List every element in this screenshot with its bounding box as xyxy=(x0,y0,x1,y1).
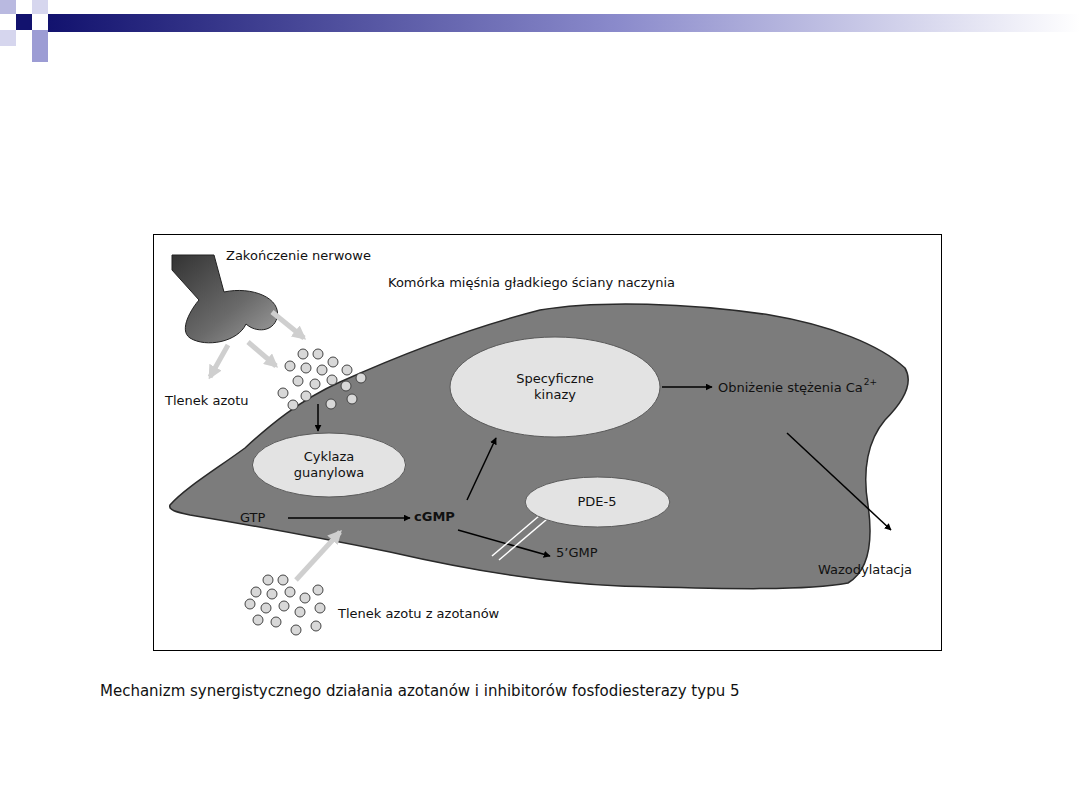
deco-square xyxy=(16,14,32,30)
product-label: 5’GMP xyxy=(556,545,598,561)
node-text: Specyficzne kinazy xyxy=(505,371,605,404)
node-label: PDE-5 xyxy=(552,494,642,510)
deco-square xyxy=(0,0,16,14)
node-label: Specyficzne kinazy xyxy=(505,371,605,404)
superscript: 2+ xyxy=(864,377,877,388)
deco-square xyxy=(32,46,48,62)
effect-label: Wazodylatacja xyxy=(818,562,912,578)
release-arrow xyxy=(272,312,304,338)
effect-label: Obniżenie stężenia Ca xyxy=(718,380,863,396)
release-arrow xyxy=(210,345,228,377)
release-arrow xyxy=(248,342,276,366)
ellipse-node: PDE-5 xyxy=(524,476,671,528)
product-label: cGMP xyxy=(414,509,455,525)
nitrate-label: Tlenek azotu z azotanów xyxy=(338,606,499,622)
diagram-frame xyxy=(154,235,942,651)
caption: Mechanizm synergistycznego działania azo… xyxy=(100,682,739,700)
nerve-label: Zakończenie nerwowe xyxy=(226,248,371,264)
inhibition-mark xyxy=(499,514,553,560)
deco-square xyxy=(32,0,48,14)
smooth-muscle-cell xyxy=(170,304,909,589)
effect-arrow xyxy=(662,386,712,388)
node-text: Cyklaza guanylowa xyxy=(281,449,377,482)
degradation-arrow xyxy=(458,530,550,556)
reaction-arrow xyxy=(288,517,410,519)
nitrate-arrow xyxy=(296,532,340,580)
no-molecules xyxy=(245,575,325,635)
cell-label: Komórka mięśnia gładkiego ściany naczyni… xyxy=(388,275,675,291)
no-label: Tlenek azotu xyxy=(165,393,249,409)
ellipse-node: Cyklaza guanylowa xyxy=(251,432,407,498)
title-bar xyxy=(48,14,1080,32)
deco-square xyxy=(32,30,48,46)
node-label: Cyklaza guanylowa xyxy=(281,449,377,482)
substrate-label: GTP xyxy=(240,510,265,526)
node-text: PDE-5 xyxy=(552,494,642,510)
activation-arrow xyxy=(467,438,496,500)
ellipse-node: Specyficzne kinazy xyxy=(449,336,661,438)
activation-arrow xyxy=(317,404,319,431)
nerve-ending xyxy=(172,255,278,343)
effect-arrow xyxy=(787,433,891,530)
deco-square xyxy=(0,30,16,46)
no-molecules xyxy=(278,349,366,410)
